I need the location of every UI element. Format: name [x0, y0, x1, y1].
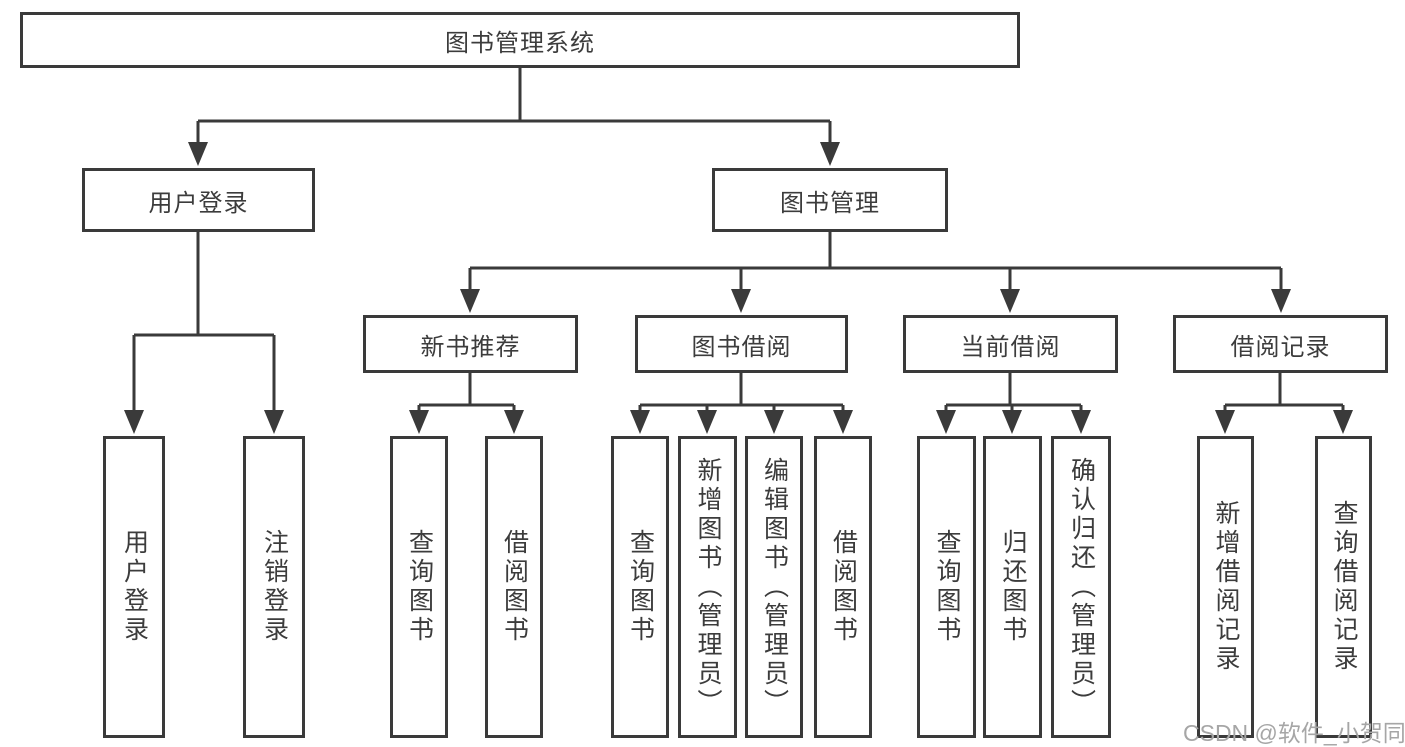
node-return-books: 归还图书	[983, 436, 1042, 738]
node-query-books-borrowing: 查询图书	[611, 436, 669, 738]
node-label: 新增借阅记录	[1212, 500, 1240, 674]
node-new-book-recommendation: 新书推荐	[363, 315, 578, 373]
node-label: 借阅记录	[1230, 333, 1331, 361]
node-label: 当前借阅	[960, 333, 1061, 361]
node-label: 图书管理	[780, 189, 880, 217]
node-label: 用户登录	[148, 189, 249, 217]
node-label: 新增图书（管理员）	[694, 456, 722, 718]
arrowhead-icons	[124, 121, 1353, 434]
node-label: 确认归还（管理员）	[1067, 456, 1096, 718]
node-label: 图书管理系统	[445, 29, 595, 57]
node-user-login: 用户登录	[82, 168, 315, 232]
node-label: 查询借阅记录	[1330, 500, 1358, 674]
node-label: 查询图书	[933, 529, 961, 645]
node-label: 查询图书	[405, 529, 434, 645]
node-confirm-return-admin: 确认归还（管理员）	[1051, 436, 1111, 738]
node-user-login-leaf: 用户登录	[103, 436, 165, 738]
node-add-borrow-record: 新增借阅记录	[1197, 436, 1254, 738]
node-label: 用户登录	[120, 529, 149, 645]
node-label: 注销登录	[260, 529, 289, 645]
node-add-book-admin: 新增图书（管理员）	[678, 436, 737, 738]
node-label: 借阅图书	[500, 529, 529, 645]
node-query-books-recommend: 查询图书	[390, 436, 448, 738]
node-label: 归还图书	[999, 529, 1027, 645]
node-library-management-system: 图书管理系统	[20, 12, 1020, 68]
node-label: 借阅图书	[829, 529, 858, 645]
node-query-borrow-record: 查询借阅记录	[1315, 436, 1372, 738]
tree-branch-lines	[134, 68, 1343, 407]
node-query-books-current: 查询图书	[917, 436, 976, 738]
node-edit-book-admin: 编辑图书（管理员）	[745, 436, 803, 738]
node-label: 新书推荐	[420, 333, 521, 361]
node-current-borrowing: 当前借阅	[903, 315, 1118, 373]
node-logout: 注销登录	[243, 436, 305, 738]
node-borrowing-records: 借阅记录	[1173, 315, 1388, 373]
node-borrow-books-recommend: 借阅图书	[485, 436, 543, 738]
node-label: 查询图书	[626, 529, 655, 645]
node-label: 编辑图书（管理员）	[760, 456, 789, 718]
watermark: CSDN @软件_小贺同学	[1183, 720, 1405, 746]
node-borrow-books-leaf: 借阅图书	[814, 436, 872, 738]
node-label: 图书借阅	[691, 333, 792, 361]
node-book-management: 图书管理	[712, 168, 948, 232]
node-book-borrowing: 图书借阅	[635, 315, 848, 373]
